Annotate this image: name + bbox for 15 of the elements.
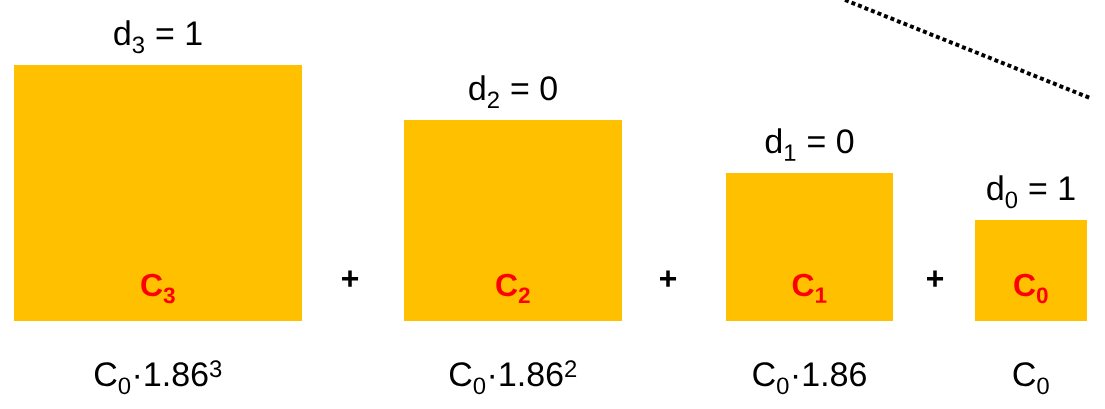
square-label: C$_{0}$ — [1014, 273, 1048, 304]
formula-label: C$_{0}$·1.86 — [753, 362, 866, 395]
formula-label: C$_{0}$·1.86$^{3}$ — [95, 360, 222, 395]
plus-sign: + — [927, 270, 944, 287]
formula-label: C$_{0}$·1.86$^{2}$ — [449, 360, 577, 395]
heading-label: d$_{3}$ = 1 — [114, 20, 202, 54]
heading-label: d$_{2}$ = 0 — [469, 75, 557, 109]
heading-label: d$_{0}$ = 1 — [987, 175, 1075, 209]
square-label: C$_{1}$ — [792, 273, 827, 303]
square-label: C$_{3}$ — [141, 273, 175, 304]
plus-sign: + — [660, 270, 677, 287]
square-label: C$_{2}$ — [496, 273, 530, 304]
formula-label: C$_{0}$ — [1013, 362, 1049, 395]
heading-label: d$_{1}$ = 0 — [765, 128, 854, 161]
plus-sign: + — [342, 270, 359, 287]
